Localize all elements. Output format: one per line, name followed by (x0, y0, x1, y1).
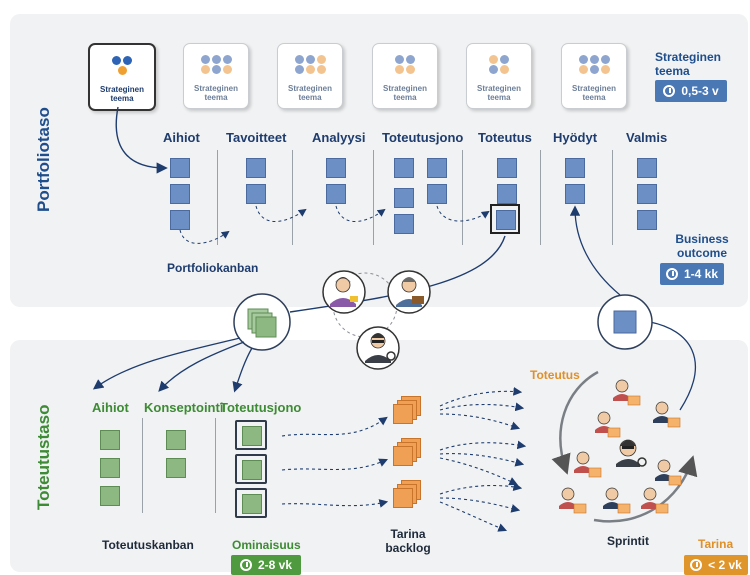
theme-card-6[interactable]: Strateginen teema (561, 43, 627, 109)
theme-dots-icon (90, 56, 154, 75)
kanban-card[interactable] (427, 158, 447, 178)
feature-card[interactable] (100, 486, 120, 506)
pf-col-hyodyt: Hyödyt (553, 130, 598, 145)
feature-card[interactable] (242, 460, 262, 480)
theme-dots-icon (373, 55, 437, 74)
column-divider (462, 150, 463, 245)
feature-card[interactable] (242, 494, 262, 514)
theme-card-label: Strateginen teema (99, 85, 144, 103)
feature-card[interactable] (100, 458, 120, 478)
feature-badge-title: Ominaisuus (232, 538, 301, 552)
theme-card-label: Strateginen teema (476, 84, 521, 102)
pf-col-aihiot: Aihiot (163, 130, 200, 145)
clock-icon (690, 559, 703, 571)
story-duration: < 2 vk (708, 558, 742, 572)
sprint-title: Toteutus (530, 368, 580, 382)
delivery-kanban-label: Toteutuskanban (102, 538, 194, 552)
selected-epic-frame[interactable] (490, 204, 520, 234)
theme-duration: 0,5-3 v (681, 84, 719, 98)
dl-col-konseptointi: Konseptointi (144, 400, 224, 415)
story-card[interactable] (393, 488, 413, 508)
theme-dots-icon (278, 55, 342, 74)
column-divider (292, 150, 293, 245)
theme-dots-icon (184, 55, 248, 74)
feature-frame[interactable] (235, 488, 267, 518)
kanban-card[interactable] (565, 158, 585, 178)
feature-frame[interactable] (235, 420, 267, 450)
pf-col-valmis: Valmis (626, 130, 668, 145)
column-divider (373, 150, 374, 245)
feature-card[interactable] (100, 430, 120, 450)
theme-card-3[interactable]: Strateginen teema (277, 43, 343, 109)
feature-duration: 2-8 vk (257, 558, 293, 572)
kanban-card[interactable] (246, 184, 266, 204)
pf-col-toteutus: Toteutus (478, 130, 532, 145)
kanban-card[interactable] (427, 184, 447, 204)
theme-card-1[interactable]: Strateginen teema (88, 43, 156, 111)
kanban-card[interactable] (565, 184, 585, 204)
theme-badge-title: Strateginen teema (655, 50, 722, 78)
portfolio-kanban-label: Portfoliokanban (167, 261, 259, 275)
pf-col-tavoitteet: Tavoitteet (226, 130, 287, 145)
feature-card[interactable] (242, 426, 262, 446)
outcome-duration: 1-4 kk (683, 267, 719, 281)
story-card[interactable] (393, 446, 413, 466)
feature-frame[interactable] (235, 454, 267, 484)
column-divider (612, 150, 613, 245)
clock-icon (665, 268, 678, 280)
kanban-card[interactable] (326, 184, 346, 204)
kanban-card[interactable] (170, 184, 190, 204)
feature-card[interactable] (166, 458, 186, 478)
clock-icon (663, 85, 676, 97)
column-divider (142, 418, 143, 513)
column-divider (540, 150, 541, 245)
outcome-duration-badge: 1-4 kk (660, 263, 724, 285)
kanban-card[interactable] (496, 210, 516, 230)
kanban-card[interactable] (637, 210, 657, 230)
kanban-card[interactable] (394, 158, 414, 178)
clock-icon (239, 559, 252, 571)
theme-card-5[interactable]: Strateginen teema (466, 43, 532, 109)
theme-card-label: Strateginen teema (193, 84, 238, 102)
theme-card-label: Strateginen teema (571, 84, 616, 102)
kanban-card[interactable] (637, 158, 657, 178)
column-divider (217, 150, 218, 245)
outcome-badge-title: Business outcome (675, 232, 729, 260)
dl-col-toteutusjono: Toteutusjono (220, 400, 302, 415)
portfolio-side-title: Portfoliotaso (34, 107, 53, 212)
theme-card-4[interactable]: Strateginen teema (372, 43, 438, 109)
column-divider (215, 418, 216, 513)
theme-card-label: Strateginen teema (382, 84, 427, 102)
pf-col-analyysi: Analyysi (312, 130, 366, 145)
theme-card-label: Strateginen teema (287, 84, 332, 102)
kanban-card[interactable] (497, 158, 517, 178)
theme-card-2[interactable]: Strateginen teema (183, 43, 249, 109)
sprint-label: Sprintit (607, 534, 649, 548)
theme-dots-icon (562, 55, 626, 74)
kanban-card[interactable] (170, 158, 190, 178)
story-badge-title: Tarina (698, 537, 734, 551)
backlog-label: Tarina backlog (385, 527, 431, 555)
story-duration-badge: < 2 vk (684, 555, 748, 575)
delivery-side-title: Toteutustaso (34, 404, 53, 510)
kanban-card[interactable] (170, 210, 190, 230)
kanban-card[interactable] (394, 214, 414, 234)
theme-dots-icon (467, 55, 531, 74)
kanban-card[interactable] (637, 184, 657, 204)
feature-duration-badge: 2-8 vk (231, 555, 301, 575)
pf-col-toteutusjono: Toteutusjono (382, 130, 464, 145)
theme-duration-badge: 0,5-3 v (655, 80, 727, 102)
feature-card[interactable] (166, 430, 186, 450)
kanban-card[interactable] (497, 184, 517, 204)
kanban-card[interactable] (246, 158, 266, 178)
kanban-card[interactable] (326, 158, 346, 178)
kanban-card[interactable] (394, 188, 414, 208)
story-card[interactable] (393, 404, 413, 424)
dl-col-aihiot: Aihiot (92, 400, 129, 415)
